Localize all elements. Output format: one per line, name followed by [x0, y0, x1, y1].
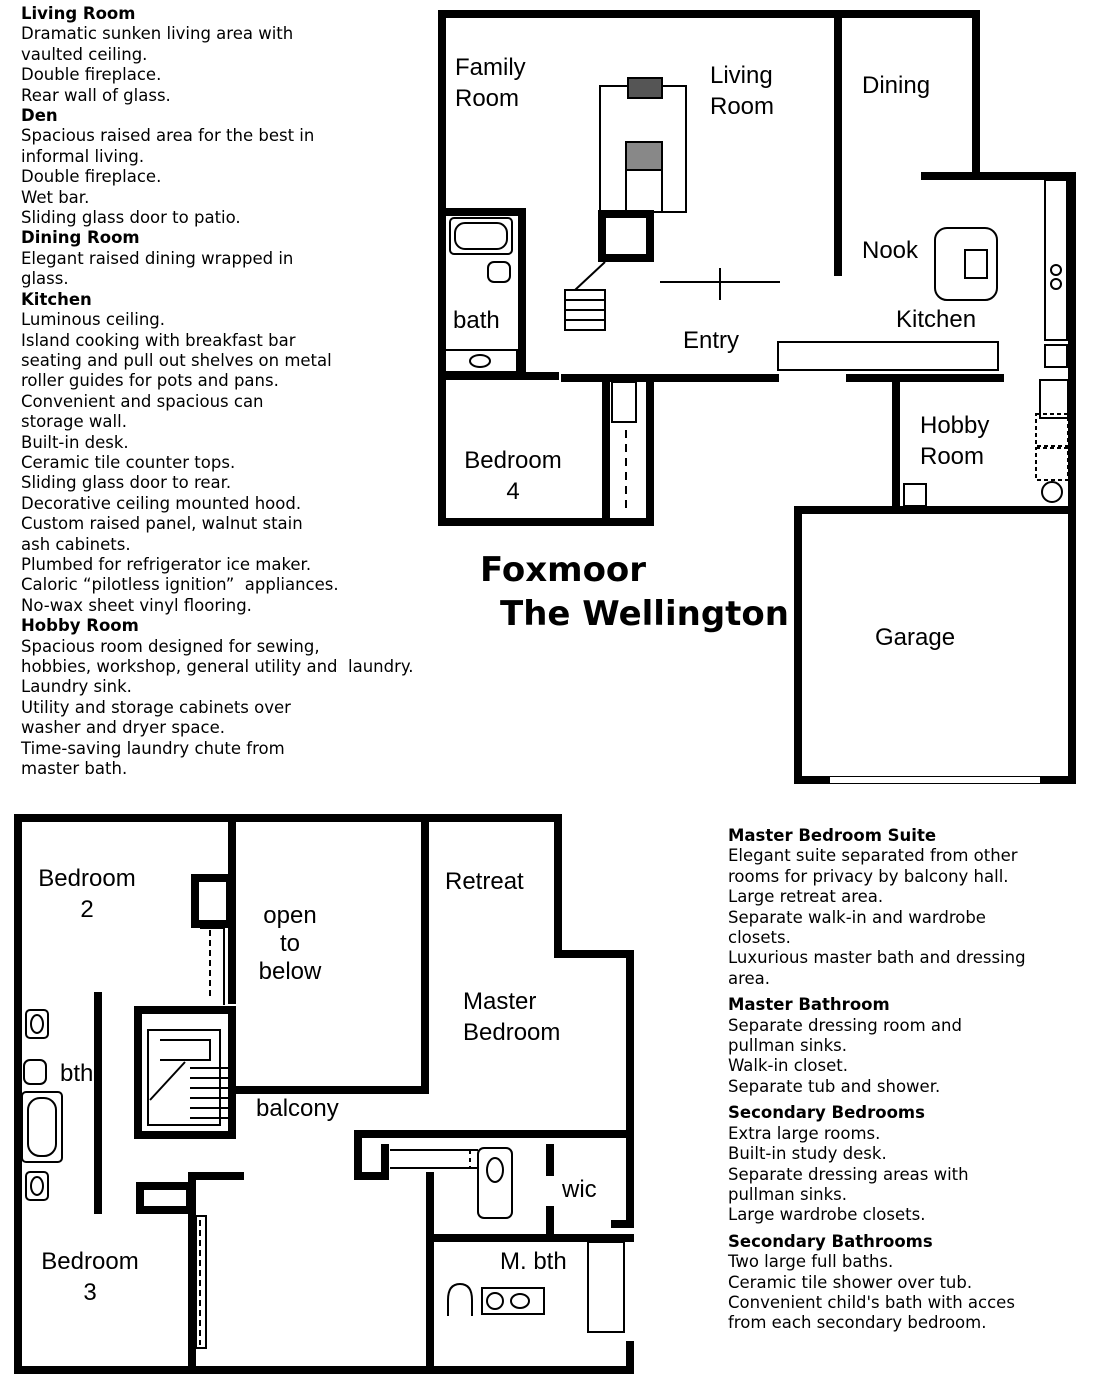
- room-master-bath: M. bth: [500, 1248, 567, 1275]
- room-open-to-below: open to below: [258, 902, 322, 985]
- room-bath: bath: [453, 307, 500, 334]
- feature-line: Luminous ceiling.: [21, 310, 166, 330]
- feature-line: Large wardrobe closets.: [728, 1205, 926, 1225]
- feature-line: Utility and storage cabinets over: [21, 697, 291, 717]
- feature-line: Time-saving laundry chute from: [21, 738, 285, 758]
- room-family-room: Family Room: [455, 54, 526, 112]
- feature-line: Ceramic tile counter tops.: [21, 452, 236, 472]
- feature-line: Double fireplace.: [21, 65, 162, 85]
- feature-line: Two large full baths.: [728, 1252, 894, 1272]
- feature-line: pullman sinks.: [728, 1036, 848, 1056]
- feature-line: Separate tub and shower.: [728, 1076, 941, 1096]
- feature-line: closets.: [728, 928, 791, 948]
- feature-line: Luxurious master bath and dressing: [728, 948, 1026, 968]
- feature-line: Caloric “pilotless ignition” appliances.: [21, 575, 339, 595]
- feature-heading: Secondary Bathrooms: [728, 1231, 933, 1251]
- feature-line: Built-in desk.: [21, 432, 129, 452]
- feature-line: rooms for privacy by balcony hall.: [728, 866, 1009, 886]
- room-kitchen: Kitchen: [896, 306, 977, 333]
- feature-heading: Living Room: [21, 4, 136, 23]
- room-nook: Nook: [862, 237, 919, 264]
- room-wic: wic: [562, 1176, 597, 1203]
- room-retreat: Retreat: [445, 868, 524, 895]
- feature-heading: Dining Room: [21, 228, 140, 248]
- feature-line: Convenient child's bath with acces: [728, 1292, 1015, 1312]
- feature-line: Rear wall of glass.: [21, 85, 171, 105]
- feature-line: Sliding glass door to rear.: [21, 473, 232, 493]
- feature-line: storage wall.: [21, 412, 127, 432]
- model-name: Foxmoor: [480, 550, 647, 590]
- feature-line: master bath.: [21, 759, 128, 779]
- feature-line: roller guides for pots and pans.: [21, 371, 279, 391]
- feature-line: Decorative ceiling mounted hood.: [21, 493, 302, 513]
- feature-line: area.: [728, 968, 771, 988]
- feature-line: No-wax sheet vinyl flooring.: [21, 595, 252, 615]
- feature-line: Island cooking with breakfast bar: [21, 330, 296, 350]
- feature-line: Convenient and spacious can: [21, 391, 264, 411]
- feature-line: Separate walk-in and wardrobe: [728, 907, 986, 927]
- room-garage: Garage: [875, 624, 956, 651]
- feature-heading: Master Bathroom: [728, 995, 890, 1015]
- feature-line: Extra large rooms.: [728, 1123, 881, 1143]
- feature-line: Wet bar.: [21, 187, 90, 207]
- feature-line: Separate dressing areas with: [728, 1164, 969, 1184]
- feature-line: Elegant raised dining wrapped in: [21, 248, 294, 268]
- feature-line: Spacious room designed for sewing,: [21, 636, 320, 656]
- feature-line: Large retreat area.: [728, 887, 884, 907]
- feature-heading: Hobby Room: [21, 616, 139, 636]
- feature-line: Laundry sink.: [21, 677, 132, 697]
- model-subtitle: The Wellington: [500, 594, 789, 634]
- room-master-bedroom: Master Bedroom: [463, 988, 561, 1046]
- feature-line: Spacious raised area for the best in: [21, 126, 315, 146]
- feature-line: hobbies, workshop, general utility and l…: [21, 657, 414, 676]
- feature-line: vaulted ceiling.: [21, 44, 148, 64]
- room-bedroom-3: Bedroom 3: [41, 1248, 139, 1306]
- feature-heading: Den: [21, 106, 58, 126]
- feature-line: Built-in study desk.: [728, 1144, 887, 1164]
- feature-line: Elegant suite separated from other: [728, 846, 1018, 866]
- feature-line: Separate dressing room and: [728, 1015, 962, 1035]
- room-bedroom-4: Bedroom 4: [464, 447, 562, 505]
- feature-line: pullman sinks.: [728, 1184, 848, 1204]
- room-entry: Entry: [683, 327, 740, 354]
- feature-line: Walk-in closet.: [728, 1056, 848, 1076]
- room-balcony: balcony: [256, 1095, 339, 1122]
- feature-line: Custom raised panel, walnut stain: [21, 514, 303, 534]
- feature-line: informal living.: [21, 146, 145, 166]
- room-bth: bth: [60, 1060, 94, 1087]
- feature-line: Ceramic tile shower over tub.: [728, 1272, 973, 1292]
- feature-line: Double fireplace.: [21, 167, 162, 187]
- feature-line: Sliding glass door to patio.: [21, 208, 241, 228]
- room-dining: Dining: [862, 72, 931, 99]
- feature-heading: Kitchen: [21, 289, 92, 309]
- upper-floor-outline: [14, 814, 634, 1228]
- feature-heading: Secondary Bedrooms: [728, 1103, 925, 1123]
- feature-line: glass.: [21, 269, 69, 289]
- feature-line: seating and pull out shelves on metal: [21, 350, 332, 370]
- room-hobby-room: Hobby Room: [920, 412, 990, 470]
- feature-line: from each secondary bedroom.: [728, 1313, 987, 1333]
- feature-line: ash cabinets.: [21, 534, 131, 554]
- room-bedroom-2: Bedroom 2: [38, 865, 136, 923]
- feature-line: Dramatic sunken living area with: [21, 24, 294, 44]
- feature-line: washer and dryer space.: [21, 718, 225, 738]
- room-living-room: Living Room: [710, 62, 775, 120]
- feature-line: Plumbed for refrigerator ice maker.: [21, 554, 312, 574]
- feature-heading: Master Bedroom Suite: [728, 826, 937, 845]
